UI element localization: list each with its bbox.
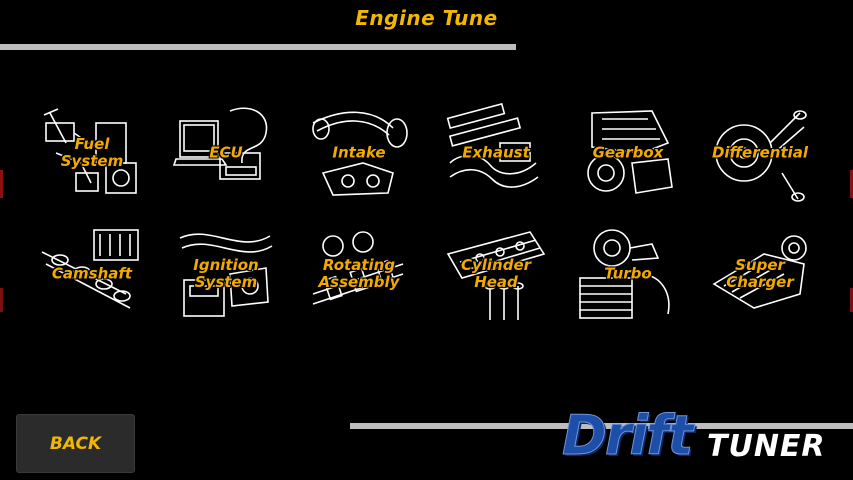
tile-fuel-system[interactable]: Fuel System [36, 103, 148, 203]
tile-label: Rotating Assembly [318, 256, 400, 291]
tile-label: ECU [209, 143, 243, 162]
edge-marker-left [0, 170, 3, 198]
tile-label: Ignition System [193, 256, 259, 291]
logo-word-tuner: TUNER [707, 429, 826, 464]
camshaft-icon [41, 229, 139, 309]
tile-label: Cylinder Head [460, 256, 532, 291]
gearbox-icon [587, 110, 673, 194]
tile-label: Gearbox [592, 143, 664, 162]
top-divider [0, 44, 516, 50]
tile-turbo[interactable]: Turbo [572, 224, 684, 324]
exhaust-icon [446, 103, 539, 188]
tile-exhaust[interactable]: Exhaust [440, 103, 552, 203]
tile-gearbox[interactable]: Gearbox [572, 103, 684, 203]
drift-tuner-logo: Drift TUNER [561, 404, 832, 472]
edge-marker-left-2 [0, 288, 3, 312]
tile-cylinder-head[interactable]: Cylinder Head [440, 224, 552, 324]
fuel-system-icon [43, 108, 137, 194]
rotating-assembly-icon [312, 231, 404, 305]
page-title: Engine Tune [355, 6, 498, 30]
tile-camshaft[interactable]: Camshaft [36, 224, 148, 324]
cylinder-head-icon [446, 231, 546, 320]
tile-rotating-assembly[interactable]: Rotating Assembly [303, 224, 415, 324]
edge-marker-right [850, 170, 853, 198]
bottom-divider [350, 423, 853, 429]
edge-marker-right-2 [850, 288, 853, 312]
ecu-icon [172, 107, 268, 180]
differential-icon [715, 110, 807, 202]
back-button[interactable]: BACK [16, 414, 135, 473]
supercharger-icon [712, 235, 807, 309]
tile-ecu[interactable]: ECU [170, 103, 282, 203]
tile-label: Camshaft [51, 264, 133, 283]
tile-label: Turbo [604, 264, 652, 283]
tile-label: Super Charger [726, 256, 794, 291]
tile-label: Exhaust [462, 143, 530, 162]
tile-supercharger[interactable]: Super Charger [704, 224, 816, 324]
logo-word-drift: Drift [561, 404, 693, 467]
tile-label: Intake [332, 143, 386, 162]
tile-ignition-system[interactable]: Ignition System [170, 224, 282, 324]
tile-label: Fuel System [60, 135, 124, 170]
tile-label: Differential [711, 143, 809, 162]
turbo-icon [579, 229, 670, 319]
tile-differential[interactable]: Differential [704, 103, 816, 203]
intake-icon [312, 111, 408, 196]
ignition-system-icon [179, 233, 273, 317]
tile-intake[interactable]: Intake [303, 103, 415, 203]
